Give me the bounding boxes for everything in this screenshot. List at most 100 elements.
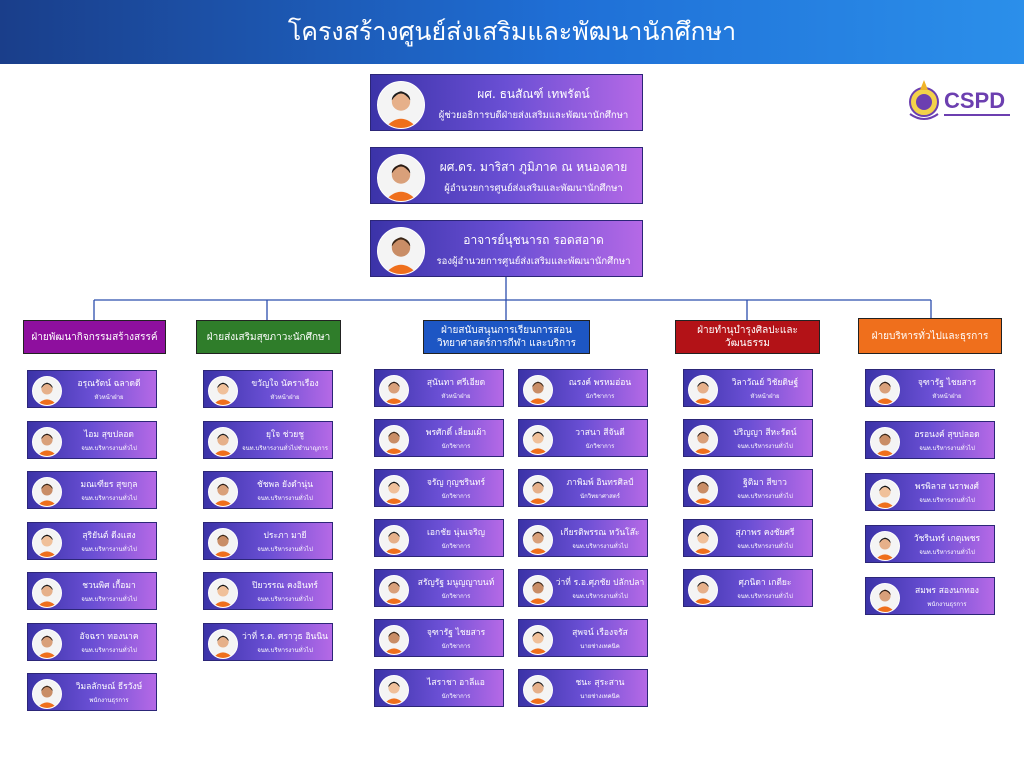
- leader-role: รองผู้อำนวยการศูนย์ส่งเสริมและพัฒนานักศึ…: [436, 256, 631, 268]
- leader-name: ผศ.ดร. มาริสา ภูมิภาค ณ หนองคาย: [439, 160, 628, 175]
- staff-role: จนท.บริหารงานทั่วไป: [737, 543, 793, 551]
- staff-card: ไอม สุขปลอดจนท.บริหารงานทั่วไป: [27, 420, 157, 459]
- avatar: [379, 425, 409, 455]
- department-header: ฝ่ายทำนุบำรุงศิลปะและวัฒนธรรม: [675, 320, 820, 354]
- staff-role: หัวหน้าฝ่าย: [750, 393, 780, 401]
- staff-name: อรอนงค์ สุขปลอด: [914, 430, 980, 441]
- staff-name: ว่าที่ ร.อ.ศุภชัย ปลักปลา: [555, 578, 645, 589]
- staff-name: สุริยันต์ ดีงแสง: [82, 530, 136, 541]
- staff-role: นักวิชาการ: [441, 493, 471, 501]
- staff-name: วัชรินทร์ เกตุเพชร: [913, 534, 981, 545]
- avatar: [377, 153, 425, 202]
- staff-role: จนท.บริหารงานทั่วไป: [81, 444, 137, 452]
- staff-role: หัวหน้าฝ่าย: [94, 394, 124, 402]
- avatar-figure-icon: [380, 526, 408, 554]
- staff-card: อรอนงค์ สุขปลอดจนท.บริหารงานทั่วไป: [865, 421, 995, 459]
- staff-name: ประภา มายี: [263, 530, 307, 541]
- avatar-figure-icon: [209, 478, 237, 506]
- university-crest-icon: CSPD: [909, 80, 1010, 120]
- avatar-figure-icon: [33, 377, 61, 405]
- staff-name: ชวนพิศ เกื้อมา: [82, 581, 136, 592]
- avatar: [870, 531, 900, 561]
- staff-role: จนท.บริหารงานทั่วไป: [257, 495, 313, 503]
- staff-role: จนท.บริหารงานทั่วไป: [572, 543, 628, 551]
- staff-name: จุฑารัฐ ไชยสาร: [426, 628, 486, 639]
- staff-card: เอกชัย นุ่นเจริญนักวิชาการ: [374, 519, 504, 557]
- avatar: [688, 425, 718, 455]
- staff-name: เอกชัย นุ่นเจริญ: [427, 528, 485, 539]
- avatar: [32, 628, 62, 659]
- staff-role: หัวหน้าฝ่าย: [932, 393, 962, 401]
- staff-role: จนท.บริหารงานทั่วไป: [81, 495, 137, 503]
- staff-name: อรุณรัตน์ ฉลาดดี: [77, 379, 141, 390]
- staff-card: ณรงค์ พรหมอ่อนนักวิชาการ: [518, 369, 648, 407]
- leader-name: ผศ. ธนสัณฑ์ เทพรัตน์: [477, 87, 590, 102]
- avatar-figure-icon: [689, 476, 717, 504]
- staff-card: ไสราชา อาลีแอนักวิชาการ: [374, 669, 504, 707]
- avatar: [870, 479, 900, 509]
- staff-name: อัจฉรา ทองนาค: [79, 631, 139, 642]
- page-title: โครงสร้างศูนย์ส่งเสริมและพัฒนานักศึกษา: [287, 17, 737, 46]
- avatar: [379, 675, 409, 705]
- staff-role: นายช่างเทคนิค: [580, 693, 620, 701]
- staff-card: ว่าที่ ร.ต. ศราวุธ อินนินจนท.บริหารงานทั…: [203, 622, 333, 661]
- avatar: [379, 575, 409, 605]
- avatar: [208, 477, 238, 507]
- avatar-figure-icon: [524, 476, 552, 504]
- staff-name: สรัญรัฐ มนูญญาบนท์: [417, 578, 495, 589]
- avatar: [523, 675, 553, 705]
- avatar-figure-icon: [209, 579, 237, 607]
- staff-role: จนท.บริหารงานทั่วไป: [257, 646, 313, 654]
- staff-role: นายช่างเทคนิค: [580, 643, 620, 651]
- staff-name: ว่าที่ ร.ต. ศราวุธ อินนิน: [242, 631, 328, 642]
- avatar: [32, 578, 62, 608]
- svg-text:CSPD: CSPD: [944, 88, 1005, 113]
- staff-name: สุพจน์ เรืองจรัส: [572, 628, 628, 639]
- staff-card: มณเฑียร สุขกุลจนท.บริหารงานทั่วไป: [27, 471, 157, 509]
- avatar-figure-icon: [209, 528, 237, 557]
- staff-name: ณรงค์ พรหมอ่อน: [568, 378, 632, 389]
- staff-role: จนท.บริหารงานทั่วไป: [737, 443, 793, 451]
- avatar-figure-icon: [380, 376, 408, 404]
- staff-card: ยุใจ ช่วยชูจนท.บริหารงานทั่วไปชำนาญการ: [203, 420, 333, 459]
- staff-card: ขวัญใจ นัคราเรืองหัวหน้าฝ่าย: [203, 370, 333, 408]
- staff-name: ปริญญา สีหะรัตน์: [733, 428, 797, 439]
- department-header: ฝ่ายพัฒนากิจกรรมสร้างสรรค์: [23, 320, 166, 354]
- avatar: [523, 625, 553, 655]
- avatar: [688, 475, 718, 505]
- leader-card: ผศ.ดร. มาริสา ภูมิภาค ณ หนองคายผู้อำนวยก…: [370, 147, 643, 204]
- staff-card: ชนะ สุระสานนายช่างเทคนิค: [518, 669, 648, 707]
- staff-card: วัชรินทร์ เกตุเพชรจนท.บริหารงานทั่วไป: [865, 525, 995, 563]
- avatar: [523, 425, 553, 455]
- avatar: [870, 583, 900, 613]
- staff-card: สรัญรัฐ มนูญญาบนท์นักวิชาการ: [374, 569, 504, 607]
- avatar: [32, 527, 62, 558]
- avatar-figure-icon: [689, 376, 717, 404]
- avatar-figure-icon: [209, 629, 237, 658]
- avatar: [523, 525, 553, 555]
- staff-role: นักวิชาการ: [441, 693, 471, 701]
- staff-role: นักวิชาการ: [441, 443, 471, 451]
- leader-role: ผู้อำนวยการศูนย์ส่งเสริมและพัฒนานักศึกษา: [444, 183, 623, 195]
- staff-name: วิลาวัณย์ วิชัยดิษฐ์: [731, 378, 799, 389]
- staff-card: พรศักดิ์ เลี่ยมเผ้านักวิชาการ: [374, 419, 504, 457]
- staff-role: หัวหน้าฝ่าย: [270, 394, 300, 402]
- avatar: [208, 527, 238, 558]
- avatar-figure-icon: [689, 526, 717, 554]
- staff-name: ยุใจ ช่วยชู: [265, 429, 305, 440]
- header-bar: โครงสร้างศูนย์ส่งเสริมและพัฒนานักศึกษา: [0, 0, 1024, 64]
- staff-card: ปิยวรรณ คงอินทร์จนท.บริหารงานทั่วไป: [203, 572, 333, 610]
- avatar-figure-icon: [209, 377, 237, 405]
- avatar: [379, 475, 409, 505]
- avatar-figure-icon: [209, 427, 237, 456]
- staff-name: ภาพิมพ์ อินทรศิลป์: [566, 478, 634, 489]
- staff-name: ไอม สุขปลอด: [84, 429, 134, 440]
- staff-role: พนักงานธุรการ: [927, 601, 967, 609]
- staff-card: อัจฉรา ทองนาคจนท.บริหารงานทั่วไป: [27, 622, 157, 661]
- staff-card: วิมลลักษณ์ ธีรวังษ์พนักงานธุรการ: [27, 673, 157, 711]
- avatar-figure-icon: [524, 626, 552, 654]
- cspd-logo: CSPD: [904, 74, 1016, 126]
- staff-role: นักวิทยาศาสตร์: [580, 493, 620, 501]
- avatar: [379, 525, 409, 555]
- staff-role: นักวิชาการ: [441, 643, 471, 651]
